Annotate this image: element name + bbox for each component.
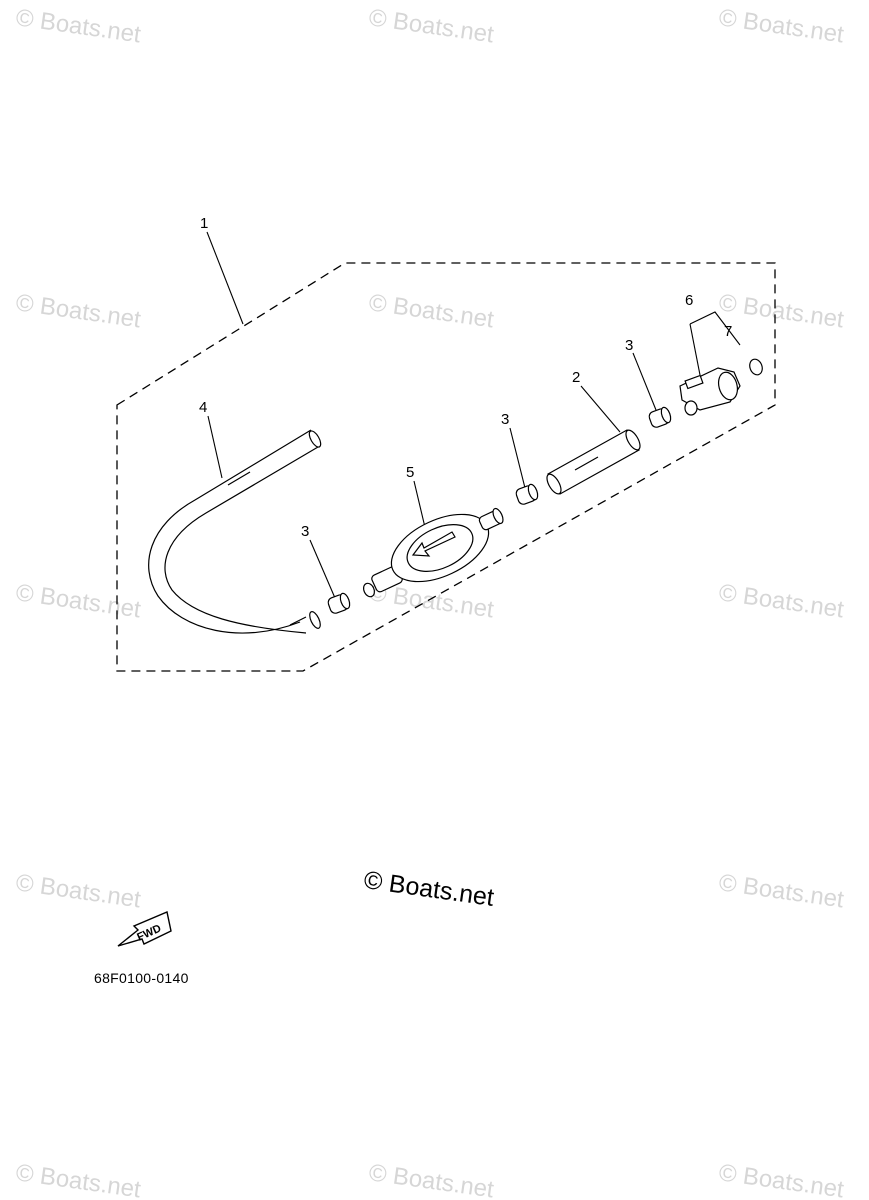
diagram-code: 68F0100-0140 <box>94 970 189 986</box>
watermark: © Boats.net <box>717 869 846 913</box>
o-ring-part-7 <box>749 358 763 376</box>
leader-2 <box>580 385 621 433</box>
hose-clamps-part-3 <box>327 406 672 614</box>
callout-2: 2 <box>572 369 580 386</box>
watermarks: © Boats.net © Boats.net © Boats.net © Bo… <box>14 4 846 1200</box>
bulb-inner-ring <box>406 524 474 572</box>
bulb-right-tip <box>492 507 504 525</box>
hose-clamp-right <box>648 406 672 428</box>
assembly-boundary <box>116 262 776 672</box>
watermark: © Boats.net <box>367 289 496 333</box>
callout-5: 5 <box>406 464 414 481</box>
watermark: © Boats.net <box>14 4 143 48</box>
connector-cap <box>717 371 739 401</box>
hose-end-bottom <box>309 611 321 629</box>
callout-7: 7 <box>724 323 732 340</box>
callout-3-left: 3 <box>301 523 309 540</box>
watermark: © Boats.net <box>14 579 143 623</box>
short-hose-highlight <box>574 456 599 471</box>
bulb-small-fitting <box>362 582 376 598</box>
hose-edge-outer <box>148 429 312 634</box>
hose-highlight <box>227 471 251 486</box>
watermark: © Boats.net <box>14 869 143 913</box>
callout-3-mid: 3 <box>501 411 509 428</box>
leader-6 <box>689 311 741 346</box>
callout-3-right: 3 <box>625 337 633 354</box>
watermark: © Boats.net <box>367 4 496 48</box>
leader-3-mid <box>509 427 526 489</box>
fwd-indicator: FWD <box>117 911 172 947</box>
short-hose-end <box>625 429 641 451</box>
watermark: © Boats.net <box>14 1159 143 1200</box>
flow-arrow-icon <box>411 531 456 557</box>
leader-4 <box>207 415 223 479</box>
hose-clamp-mid <box>515 483 539 505</box>
fuel-hose-part-4 <box>148 429 322 634</box>
fwd-arrow-icon <box>117 911 172 947</box>
watermark: © Boats.net <box>717 4 846 48</box>
hose-clamp-left <box>327 592 351 614</box>
callout-1: 1 <box>200 215 208 232</box>
short-hose-body <box>547 429 640 495</box>
short-hose-part-2 <box>546 429 641 495</box>
watermark: © Boats.net <box>14 289 143 333</box>
leader-6b <box>689 323 701 376</box>
leader-lines <box>206 231 741 599</box>
connector-stub <box>684 400 698 416</box>
watermark: © Boats.net <box>717 289 846 333</box>
leader-3-right <box>632 352 657 411</box>
connector-latch <box>684 374 704 390</box>
hose-edge-inner <box>164 446 319 634</box>
short-hose-end <box>546 473 562 495</box>
callouts: 1 2 3 3 3 4 5 6 7 <box>199 215 732 540</box>
callout-4: 4 <box>199 399 207 416</box>
watermark: © Boats.net <box>717 1159 846 1200</box>
watermark: © Boats.net <box>717 579 846 623</box>
primer-bulb-part-5 <box>362 507 504 598</box>
hose-end-top <box>308 430 322 448</box>
hose-highlight <box>289 616 307 626</box>
leader-3-left <box>309 539 336 599</box>
connector-part-6 <box>679 367 741 416</box>
watermark: © Boats.net <box>367 1159 496 1200</box>
leader-1 <box>206 231 244 325</box>
callout-6: 6 <box>685 292 693 309</box>
